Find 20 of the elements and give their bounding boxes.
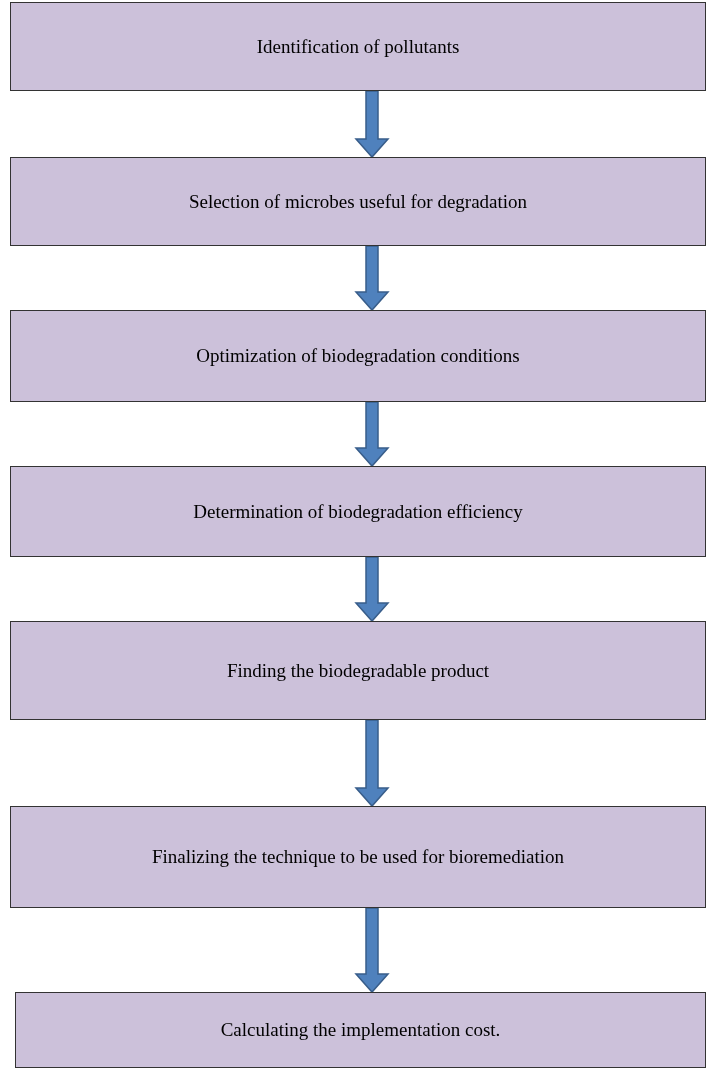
step-text: Optimization of biodegradation conditions	[196, 345, 520, 367]
down-arrow	[354, 90, 390, 159]
process-box	[10, 466, 706, 557]
process-box	[10, 310, 706, 402]
step-text: Determination of biodegradation efficiency	[193, 500, 523, 523]
down-arrow	[354, 401, 390, 468]
down-arrow	[354, 556, 390, 623]
down-arrow	[354, 719, 390, 808]
down-arrow	[354, 245, 390, 312]
step-text: Identification of pollutants	[256, 35, 460, 58]
process-box	[10, 2, 706, 91]
process-box	[10, 157, 706, 246]
process-box	[15, 992, 706, 1068]
step-text: Calculating the implementation cost.	[220, 1019, 501, 1041]
step-text: Finalizing the technique to be used for bioremediation	[151, 846, 565, 868]
step-text: Finding the biodegradable product	[226, 659, 490, 682]
step-text: Selection of microbes useful for degradation	[188, 190, 528, 213]
process-box	[10, 621, 706, 720]
down-arrow	[354, 907, 390, 994]
process-box	[10, 806, 706, 908]
